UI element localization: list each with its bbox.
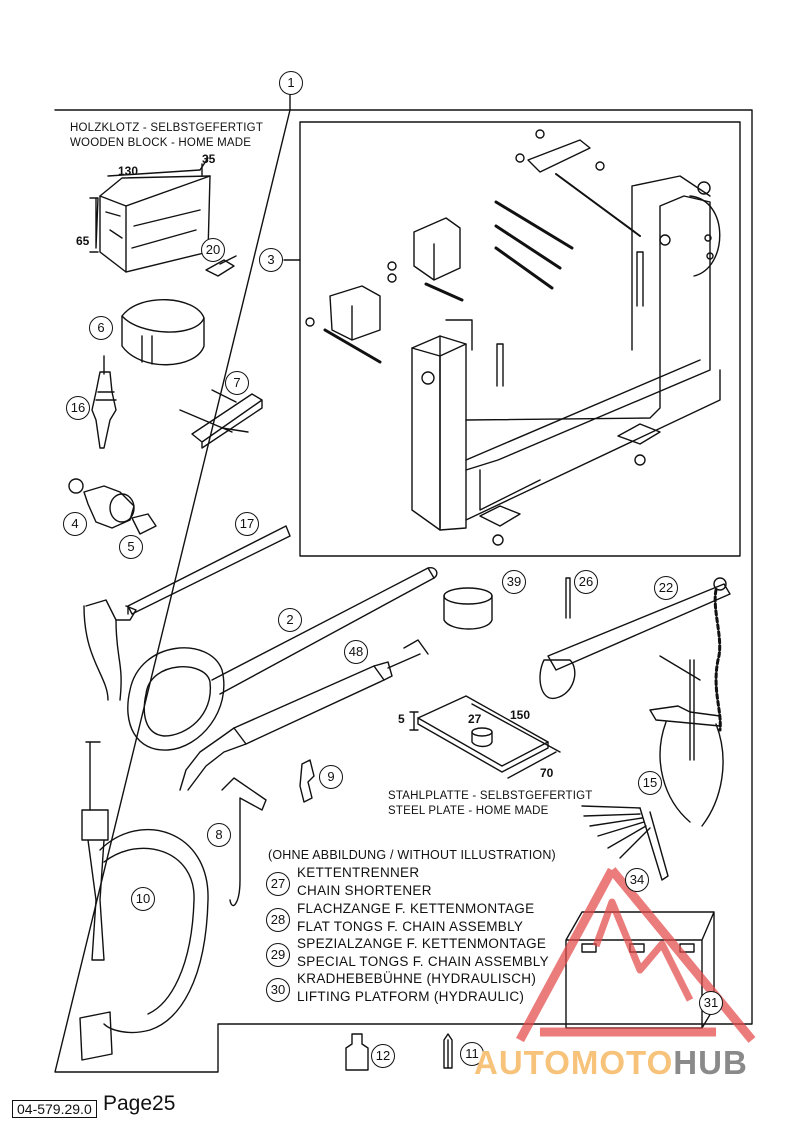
steel-plate-dim-width: 70 bbox=[540, 766, 554, 780]
callout-8: 8 bbox=[207, 823, 231, 847]
callout-9: 9 bbox=[319, 765, 343, 789]
steel-plate-dim-hole: 27 bbox=[468, 712, 482, 726]
steel-plate-drawing bbox=[409, 695, 561, 779]
wooden-block-drawing bbox=[89, 157, 211, 273]
callout-15: 15 bbox=[638, 771, 662, 795]
watermark-brand-part2: HUB bbox=[673, 1044, 748, 1081]
outline-frame bbox=[54, 94, 753, 1073]
bottle-12-drawing bbox=[345, 1033, 369, 1071]
list-number-27: 27 bbox=[266, 872, 290, 896]
hook-8-drawing bbox=[221, 777, 267, 907]
adapter-4-5-drawing bbox=[68, 478, 157, 535]
steel-plate-label-de: STAHLPLATTE - SELBSTGEFERTIGT bbox=[388, 790, 593, 802]
cup-39-drawing bbox=[443, 587, 493, 630]
clamp-10-drawing bbox=[79, 741, 209, 1061]
callout-3: 3 bbox=[259, 248, 283, 272]
list-number-29: 29 bbox=[266, 943, 290, 967]
callout-48: 48 bbox=[344, 640, 368, 664]
callout-1: 1 bbox=[279, 71, 303, 95]
engine-stand-drawing bbox=[305, 129, 721, 546]
callout-11: 11 bbox=[460, 1042, 484, 1066]
holder-7-drawing bbox=[179, 389, 263, 449]
callout-16: 16 bbox=[66, 396, 90, 420]
watermark-logo bbox=[516, 867, 756, 1043]
watermark-brand: AUTOMOTOHUB bbox=[474, 1044, 748, 1082]
callout-17: 17 bbox=[235, 512, 259, 536]
steel-plate-label-en: STEEL PLATE - HOME MADE bbox=[388, 805, 549, 817]
puller-16-drawing bbox=[91, 355, 117, 449]
callout-10: 10 bbox=[131, 887, 155, 911]
list-item-29-en: SPECIAL TONGS F. CHAIN ASSEMBLY bbox=[297, 954, 549, 969]
steel-plate-dim-length: 150 bbox=[510, 708, 531, 722]
wooden-block-label-en: WOODEN BLOCK - HOME MADE bbox=[70, 137, 252, 149]
callout-6: 6 bbox=[89, 316, 113, 340]
list-number-30: 30 bbox=[266, 978, 290, 1002]
callout-12: 12 bbox=[371, 1044, 395, 1068]
callout-31: 31 bbox=[699, 991, 723, 1015]
callout-34: 34 bbox=[625, 868, 649, 892]
list-item-30-en: LIFTING PLATFORM (HYDRAULIC) bbox=[297, 989, 525, 1004]
callout-26: 26 bbox=[574, 570, 598, 594]
without-illustration-heading: (OHNE ABBILDUNG / WITHOUT ILLUSTRATION) bbox=[268, 848, 556, 862]
list-item-27-en: CHAIN SHORTENER bbox=[297, 883, 432, 898]
list-item-28-de: FLACHZANGE F. KETTENMONTAGE bbox=[297, 901, 535, 916]
wooden-block-dim-height: 65 bbox=[76, 234, 90, 248]
wooden-block-label-de: HOLZKLOTZ - SELBSTGEFERTIGT bbox=[70, 122, 264, 134]
grease-gun-48-drawing bbox=[179, 639, 429, 791]
pin-26-drawing bbox=[565, 577, 571, 619]
wrench-9-drawing bbox=[299, 759, 315, 803]
document-number: 04-579.29.0 bbox=[12, 1100, 97, 1118]
chain-tool-22-drawing bbox=[539, 577, 731, 732]
bits-11-drawing bbox=[443, 1033, 453, 1069]
list-item-29-de: SPEZIALZANGE F. KETTENMONTAGE bbox=[297, 936, 547, 951]
list-item-27-de: KETTENTRENNER bbox=[297, 865, 420, 880]
list-number-28: 28 bbox=[266, 908, 290, 932]
screw-20-drawing bbox=[205, 255, 237, 277]
callout-20: 20 bbox=[201, 238, 225, 262]
callout-39: 39 bbox=[502, 570, 526, 594]
steel-plate-dim-thickness: 5 bbox=[398, 712, 405, 726]
page-label: Page25 bbox=[103, 1092, 176, 1115]
ring-6-drawing bbox=[121, 298, 205, 366]
callout-5: 5 bbox=[119, 535, 143, 559]
callout-2: 2 bbox=[278, 608, 302, 632]
puller-15-drawing bbox=[649, 655, 724, 827]
watermark-brand-part1: AUTOMOTO bbox=[474, 1044, 674, 1081]
list-item-30-de: KRADHEBEBÜHNE (HYDRAULISCH) bbox=[297, 971, 537, 986]
feeler-gauge-drawing bbox=[581, 805, 669, 881]
list-item-28-en: FLAT TONGS F. CHAIN ASSEMBLY bbox=[297, 919, 524, 934]
clutch-holder-drawing bbox=[83, 525, 438, 751]
callout-4: 4 bbox=[63, 512, 87, 536]
engine-stand-frame bbox=[283, 121, 741, 557]
callout-7: 7 bbox=[225, 371, 249, 395]
wooden-block-dim-length: 130 bbox=[118, 164, 139, 178]
callout-22: 22 bbox=[654, 576, 678, 600]
wooden-block-dim-depth: 35 bbox=[202, 152, 216, 166]
